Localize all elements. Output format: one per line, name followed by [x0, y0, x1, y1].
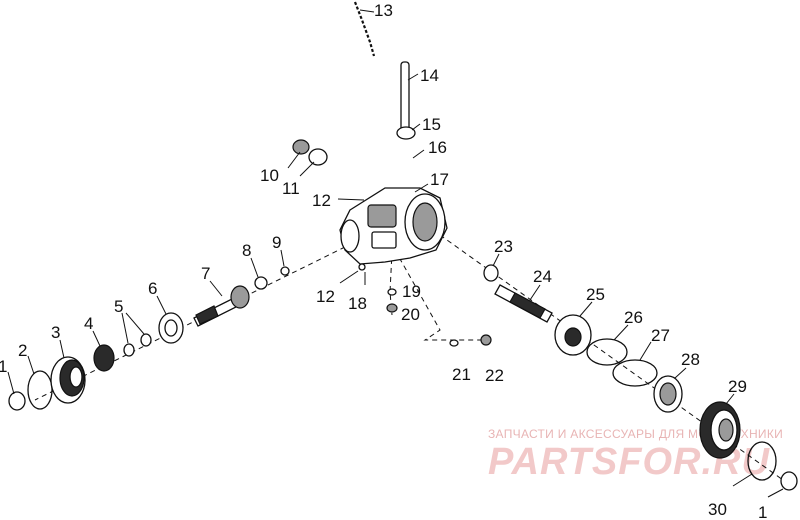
o-ring-30	[747, 441, 777, 481]
ring-gear-25	[554, 314, 592, 356]
callout-7: 7	[201, 264, 210, 283]
plug-22	[480, 334, 492, 346]
callout-27: 27	[651, 326, 670, 345]
callout-15: 15	[422, 115, 441, 134]
bearing-carrier-29	[699, 401, 741, 459]
plug-o-ring	[308, 148, 328, 166]
callout-26: 26	[624, 308, 643, 327]
callout-2: 2	[18, 341, 27, 360]
leader-lines	[7, 9, 784, 498]
callout-14: 14	[420, 66, 439, 85]
callout-1a: 1	[0, 357, 7, 376]
seal-carrier-3	[50, 356, 86, 404]
callout-8: 8	[242, 241, 251, 260]
callout-30: 30	[708, 500, 727, 519]
callout-18: 18	[348, 294, 367, 313]
bearing-4	[93, 344, 115, 372]
output-shaft-24	[494, 284, 553, 323]
callout-5: 5	[114, 297, 123, 316]
shim-5a	[123, 343, 135, 357]
shim-5b	[140, 333, 152, 347]
callout-23: 23	[494, 237, 513, 256]
fill-plug	[292, 139, 310, 155]
vent-hose	[400, 61, 410, 135]
seal-23	[483, 264, 499, 282]
callout-17: 17	[430, 170, 449, 189]
vent-line	[353, 1, 376, 57]
bolt-20	[386, 303, 398, 313]
callout-22: 22	[485, 366, 504, 385]
snap-ring-1a	[8, 391, 26, 411]
callout-29: 29	[728, 377, 747, 396]
gearcase-housing	[339, 187, 448, 271]
callout-3: 3	[51, 323, 60, 342]
o-ring-2	[27, 370, 53, 410]
callout-19: 19	[402, 282, 421, 301]
callout-28: 28	[681, 350, 700, 369]
callout-10: 10	[260, 166, 279, 185]
lower-fastener-axis	[394, 249, 490, 341]
callout-12a: 12	[312, 191, 331, 210]
washer-19	[387, 288, 397, 296]
callout-25: 25	[586, 285, 605, 304]
washer-9	[280, 266, 290, 276]
callout-11: 11	[282, 179, 300, 198]
callout-4: 4	[84, 314, 93, 333]
bearing-6	[158, 312, 184, 344]
callout-13: 13	[374, 1, 393, 20]
callout-21: 21	[452, 365, 471, 384]
bearing-28	[653, 375, 683, 413]
snap-ring-1b	[780, 471, 798, 491]
callout-9: 9	[272, 233, 281, 252]
callout-20: 20	[401, 305, 420, 324]
callout-24: 24	[533, 267, 552, 286]
callout-6: 6	[148, 279, 157, 298]
o-ring-27	[612, 359, 658, 387]
washer-21	[449, 339, 459, 347]
callout-1b: 1	[758, 503, 767, 520]
spacer-8	[254, 276, 268, 290]
shim-26	[586, 338, 628, 366]
callout-12b: 12	[316, 287, 335, 306]
left-shaft-axis	[34, 246, 346, 401]
hose-clamp	[396, 126, 416, 140]
callout-16: 16	[428, 138, 447, 157]
callouts: 1 2 3 4 5 6 7 8 9 10 11 12 12 13 14 15 1…	[0, 1, 767, 520]
pinion-shaft-7	[193, 285, 250, 327]
